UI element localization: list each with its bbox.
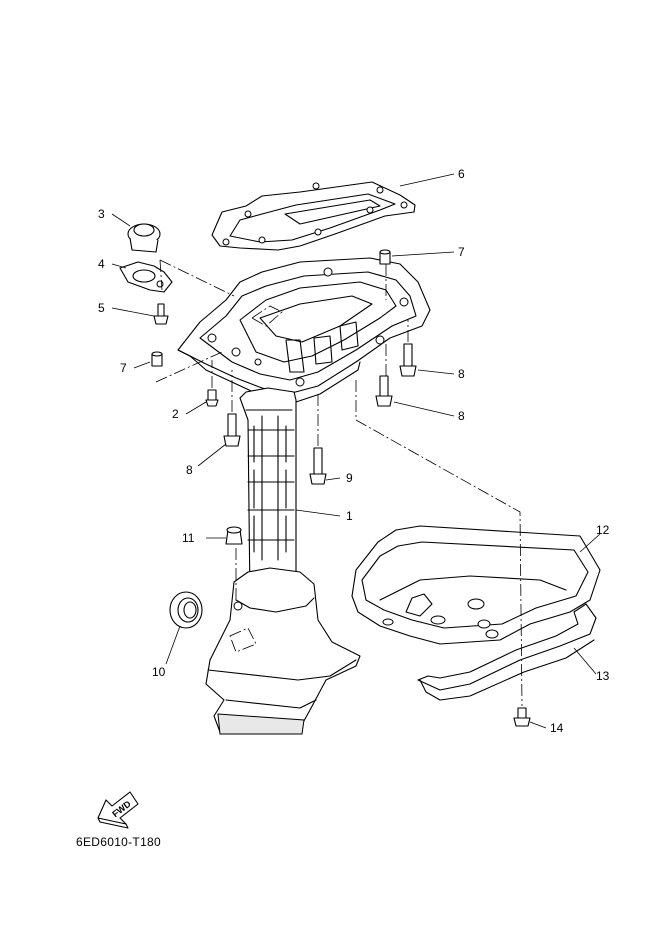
leader-lines [111,173,601,729]
bolt-5-part [153,303,169,325]
callout-5: 5 [98,301,105,315]
bolt-9-part [309,447,327,485]
callout-7-left: 7 [120,361,127,375]
plug-11-part [225,526,243,545]
oil-pan-seal-part [417,603,597,701]
callout-12: 12 [596,523,610,537]
callout-8-upper-right: 8 [458,367,465,381]
dowel-pin-left-part [151,351,163,367]
callout-8-lower-right: 8 [458,409,465,423]
callout-7-right: 7 [458,245,465,259]
plate-part [119,261,173,293]
assembly-guide-lines [155,259,523,707]
bolt-8-upper-right-part [399,343,417,377]
callout-6: 6 [458,167,465,181]
grommet-10-part [169,591,203,629]
callout-10: 10 [152,665,166,679]
callout-1: 1 [346,509,353,523]
bolt-8-lower-right-part [375,375,393,407]
exhaust-guide-part [177,257,431,405]
fwd-arrow-icon: FWD [97,791,139,829]
bolt-14-part [513,707,531,727]
bolt-8-left-part [223,413,241,447]
callout-labels: 3 4 5 7 2 8 6 7 8 8 9 1 11 10 12 13 14 [98,167,610,735]
oil-pan-part [351,525,601,645]
callout-2: 2 [172,407,179,421]
callout-13: 13 [596,669,610,683]
lower-casing-part [205,567,361,735]
drive-shaft-housing-part [239,387,297,601]
figure-code: 6ED6010-T180 [76,835,161,849]
grommet-part [127,223,161,253]
callout-14: 14 [550,721,564,735]
callout-11: 11 [182,531,195,545]
dowel-pin-right-part [379,249,391,265]
gasket-part [211,181,416,251]
screw-2-part [205,389,219,407]
callout-3: 3 [98,207,105,221]
callout-9: 9 [346,471,353,485]
callout-4: 4 [98,257,105,271]
callout-8-left: 8 [186,463,193,477]
